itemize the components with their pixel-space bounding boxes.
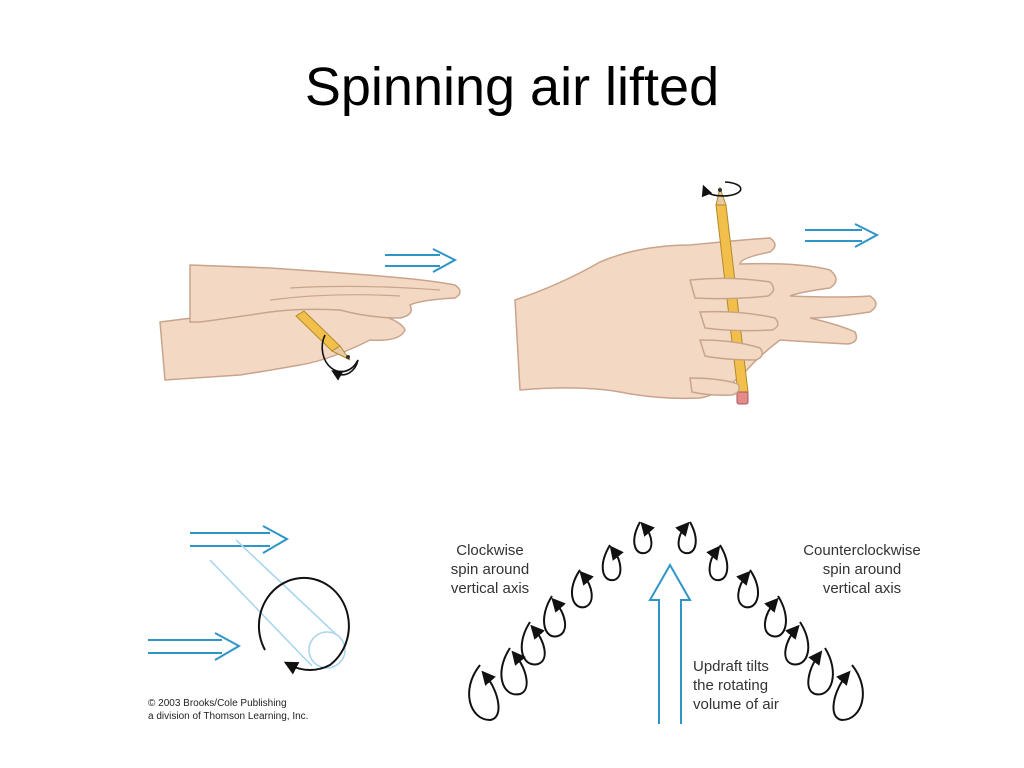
updraft-label: Updraft tilts the rotating volume of air xyxy=(693,658,779,713)
updraft-arrow xyxy=(648,562,692,724)
rotation-arrow-vertical xyxy=(701,181,742,198)
counterclockwise-label: Counterclockwise spin around vertical ax… xyxy=(803,542,921,597)
counterclockwise-loops xyxy=(675,521,864,722)
tube-end xyxy=(308,631,346,669)
spin-arrow-tube xyxy=(257,576,350,675)
rotating-arch xyxy=(468,521,864,724)
wind-arrow-top-right xyxy=(805,223,880,248)
wind-arrow-upper xyxy=(190,525,290,554)
rotation-arrow-horizontal xyxy=(321,334,359,381)
upper-hand xyxy=(189,264,461,323)
tilted-rotating-tube xyxy=(148,525,350,675)
clockwise-loops xyxy=(468,521,655,722)
horizontal-pencil xyxy=(295,310,351,361)
copyright-notice: © 2003 Brooks/Cole Publishing a division… xyxy=(148,698,309,722)
hands-horizontal-pencil xyxy=(159,248,461,381)
slide-title: Spinning air lifted xyxy=(304,57,720,117)
wind-arrow-lower xyxy=(148,632,242,661)
clockwise-label: Clockwise spin around vertical axis xyxy=(450,542,530,597)
wind-arrow-top-left xyxy=(385,248,458,273)
back-hand xyxy=(514,237,877,400)
hands-vertical-pencil xyxy=(514,181,880,405)
